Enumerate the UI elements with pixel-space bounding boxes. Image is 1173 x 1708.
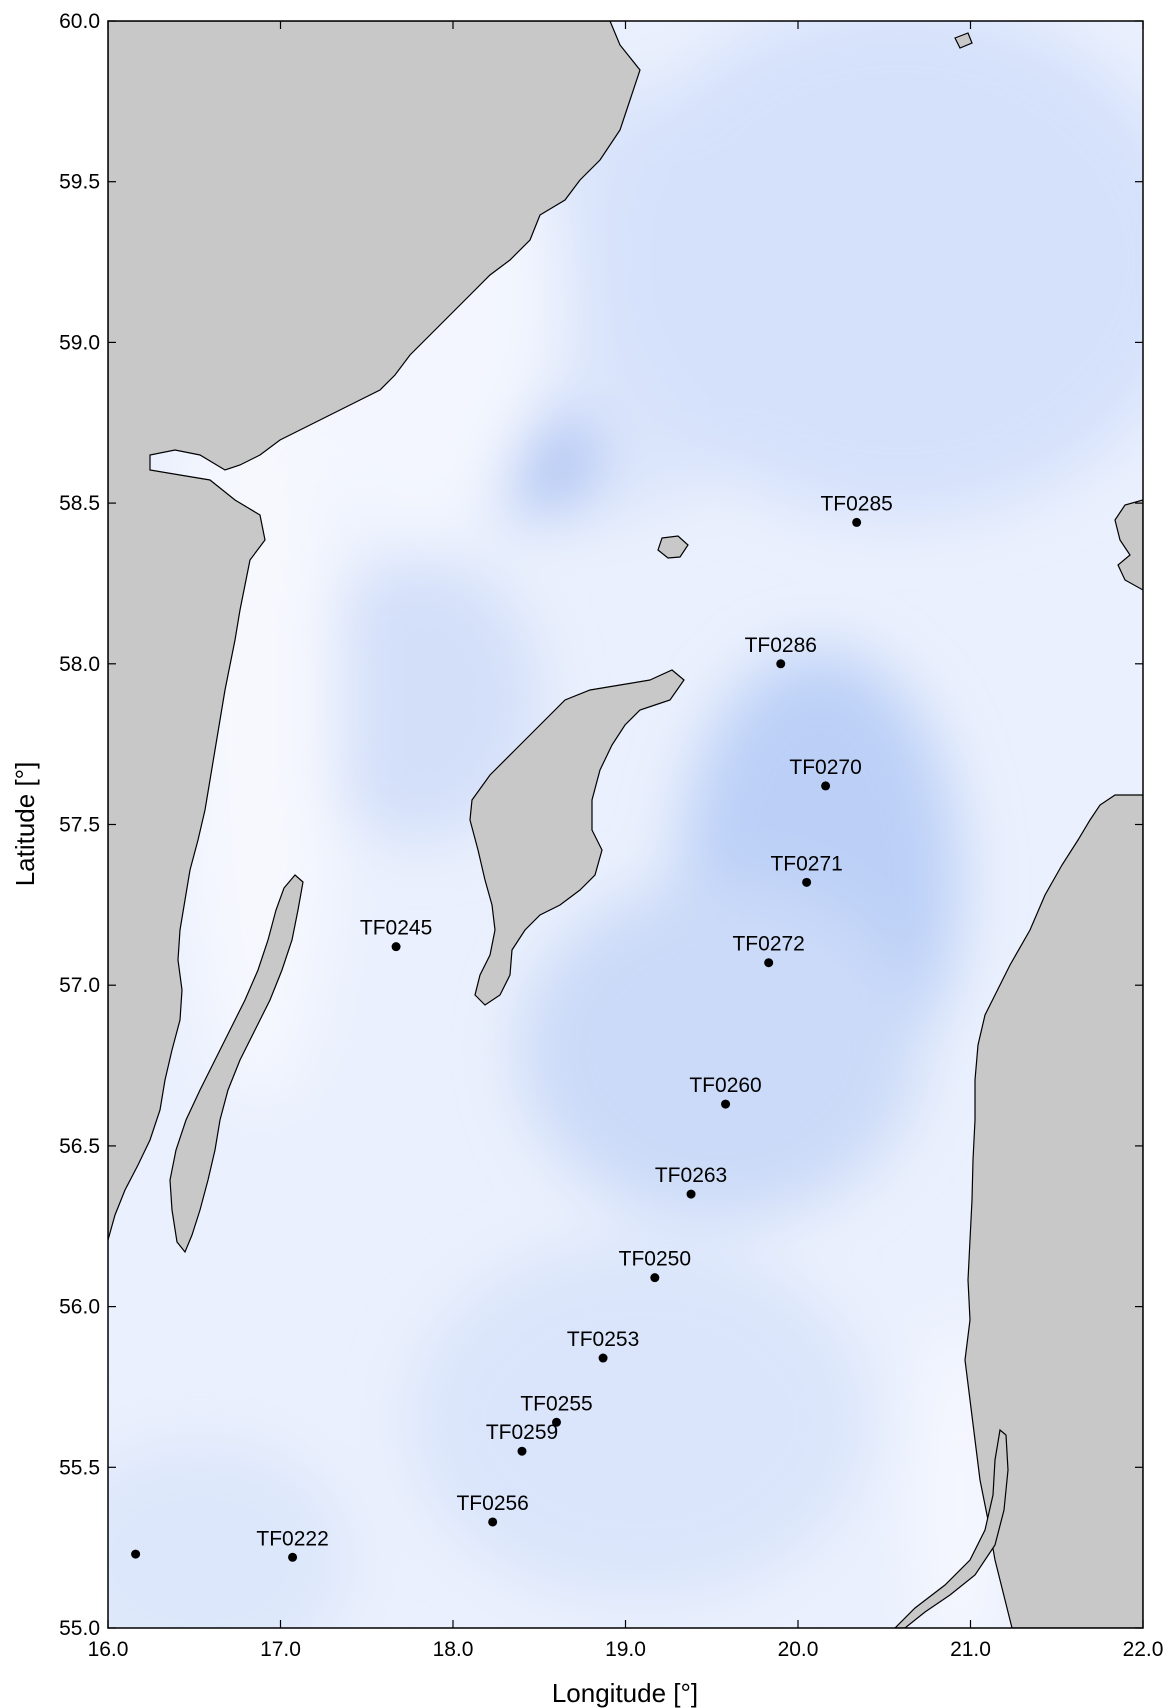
station-label: TF0286 xyxy=(745,634,817,657)
y-tick-label: 57.5 xyxy=(59,814,100,837)
y-tick-label: 59.0 xyxy=(59,331,100,354)
y-tick-label: 58.5 xyxy=(59,492,100,515)
station-marker[interactable] xyxy=(288,1552,298,1562)
land-gotska-sandon xyxy=(657,535,689,559)
station-marker[interactable] xyxy=(131,1549,141,1559)
station-marker[interactable] xyxy=(776,659,786,669)
land-estonia xyxy=(1114,499,1143,591)
y-tick-label: 56.5 xyxy=(59,1135,100,1158)
station-label: TF0250 xyxy=(619,1248,691,1271)
y-axis-title: Latitude [°] xyxy=(10,762,40,887)
station-label: TF0270 xyxy=(789,756,861,779)
station-label: TF0256 xyxy=(456,1492,528,1515)
station-marker[interactable] xyxy=(517,1446,527,1456)
land-curonian-spit xyxy=(894,1428,1009,1628)
station-marker[interactable] xyxy=(802,877,812,887)
station-marker[interactable] xyxy=(391,942,401,952)
station-marker[interactable] xyxy=(721,1099,731,1109)
x-axis-title: Longitude [°] xyxy=(552,1678,698,1708)
station-label: TF0285 xyxy=(820,492,892,515)
y-axis: 55.0 55.5 56.0 56.5 57.0 57.5 58.0 58.5 59.0 59.5… xyxy=(59,10,1143,1640)
x-tick-label: 19.0 xyxy=(605,1638,646,1661)
x-tick-label: 16.0 xyxy=(88,1638,129,1661)
station-label: TF0255 xyxy=(520,1392,592,1415)
land-gotland xyxy=(469,669,685,1006)
station-label: TF0245 xyxy=(360,917,432,940)
y-tick-label: 55.0 xyxy=(59,1617,100,1640)
station-label: TF0271 xyxy=(770,852,842,875)
x-tick-label: 21.0 xyxy=(950,1638,991,1661)
x-tick-label: 22.0 xyxy=(1123,1638,1164,1661)
land-small-island-ne xyxy=(954,32,973,49)
station-marker[interactable] xyxy=(650,1273,660,1283)
y-tick-label: 56.0 xyxy=(59,1296,100,1319)
x-axis: 16.0 17.0 18.0 19.0 20.0 21.0 22.0 xyxy=(88,21,1164,1661)
station-label: TF0259 xyxy=(486,1421,558,1444)
station-label: TF0222 xyxy=(256,1527,328,1550)
station-label: TF0260 xyxy=(689,1074,761,1097)
land-sweden xyxy=(108,21,641,1241)
y-tick-label: 58.0 xyxy=(59,653,100,676)
x-tick-label: 17.0 xyxy=(260,1638,301,1661)
station-label: TF0272 xyxy=(732,933,804,956)
land-oland xyxy=(169,874,304,1254)
x-tick-label: 18.0 xyxy=(433,1638,474,1661)
station-marker[interactable] xyxy=(852,517,862,527)
land-masses xyxy=(108,21,1143,1628)
y-tick-label: 57.0 xyxy=(59,974,100,997)
station-marker[interactable] xyxy=(488,1517,498,1527)
x-tick-label: 20.0 xyxy=(778,1638,819,1661)
y-tick-label: 60.0 xyxy=(59,10,100,33)
y-tick-label: 59.5 xyxy=(59,171,100,194)
y-tick-label: 55.5 xyxy=(59,1456,100,1479)
station-marker[interactable] xyxy=(821,781,831,791)
station-marker[interactable] xyxy=(598,1353,608,1363)
station-marker[interactable] xyxy=(552,1417,561,1427)
station-label: TF0263 xyxy=(655,1164,727,1187)
station-marker[interactable] xyxy=(764,958,774,968)
station-label: TF0253 xyxy=(567,1328,639,1351)
station-marker[interactable] xyxy=(686,1189,696,1199)
